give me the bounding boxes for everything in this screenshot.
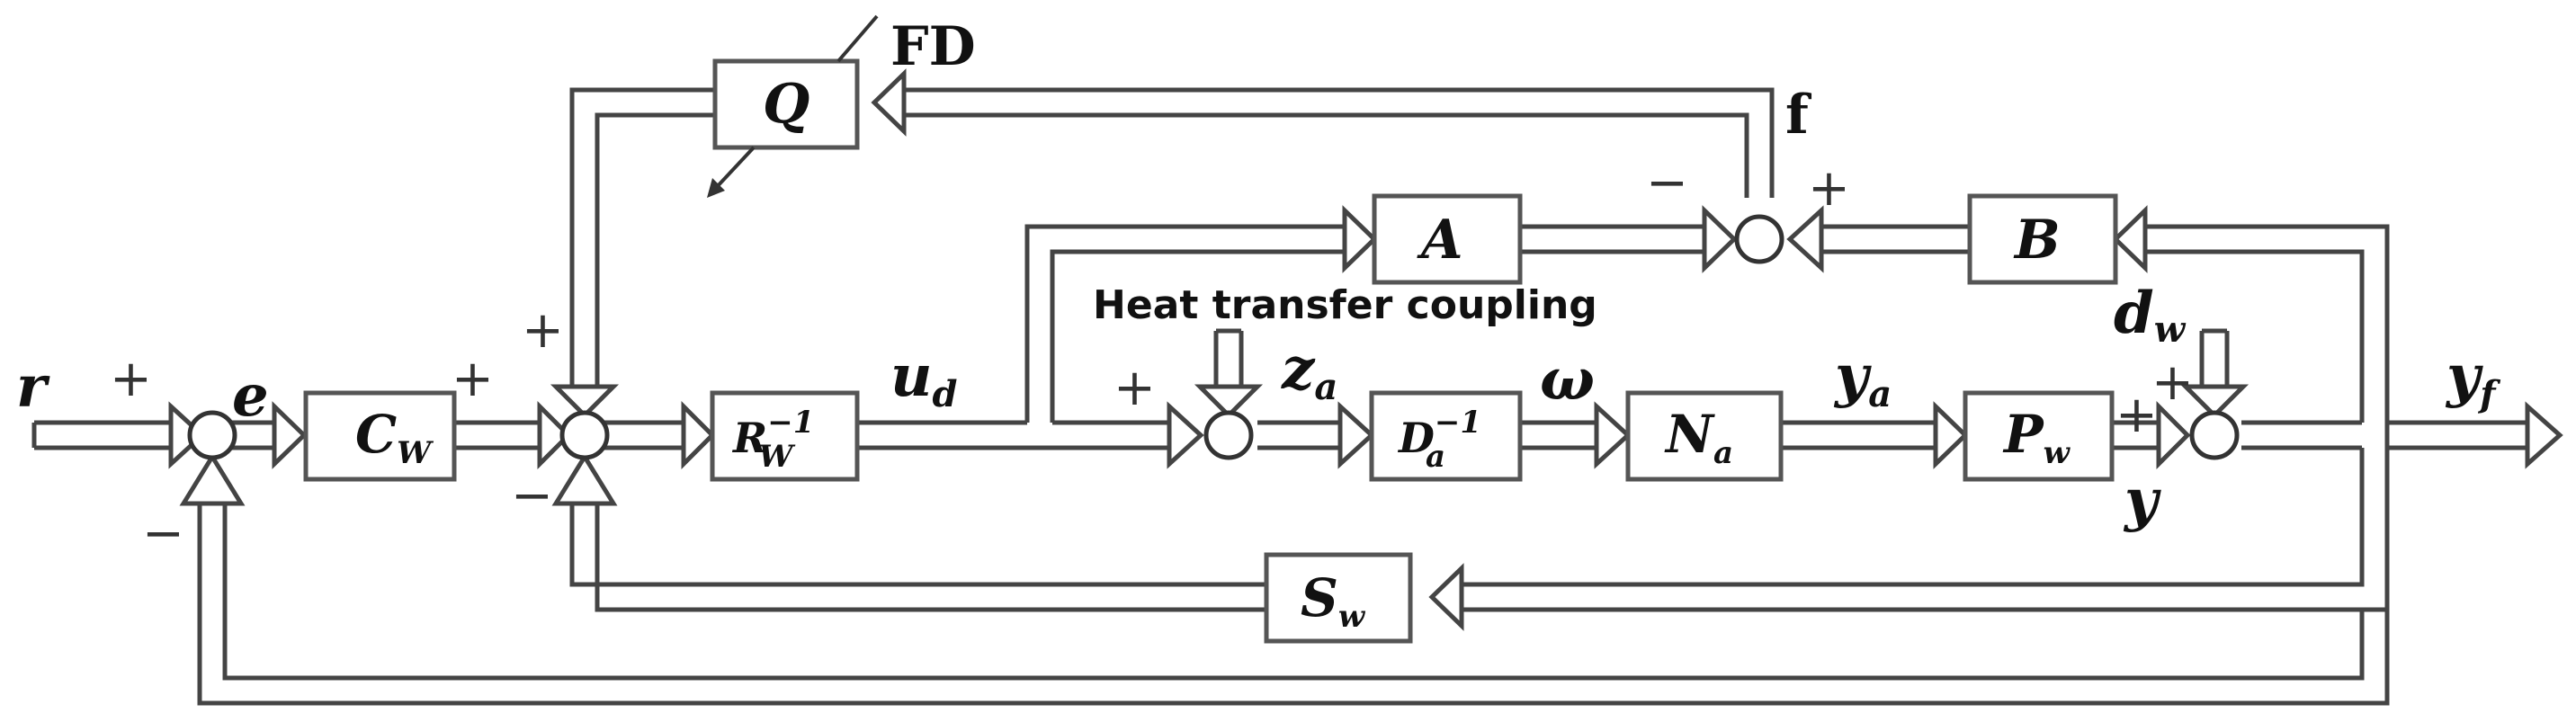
arrow-yf-out bbox=[2525, 401, 2563, 469]
wires bbox=[31, 87, 2527, 706]
arrowheads bbox=[168, 68, 2563, 631]
sum-junction-5 bbox=[2189, 410, 2240, 460]
fd-line-bottom bbox=[713, 146, 756, 191]
signal-dw: dw bbox=[2114, 280, 2187, 351]
sign-sum5-plus-left: + bbox=[2115, 386, 2158, 444]
arrow-into-sum2 bbox=[537, 400, 572, 470]
arrow-into-na bbox=[1594, 401, 1632, 469]
wire-dw-to-sum5 bbox=[2199, 328, 2230, 387]
sum-junction-3 bbox=[1203, 410, 1254, 460]
wire-za-to-da bbox=[1257, 420, 1349, 450]
sign-sum1-minus: − bbox=[142, 504, 184, 563]
block-b-label: B bbox=[2013, 209, 2061, 272]
wire-ya-to-pw bbox=[1781, 420, 1943, 450]
wire-yf-out bbox=[2387, 420, 2527, 450]
block-na bbox=[1625, 390, 1784, 482]
arrow-into-q bbox=[871, 68, 907, 137]
sign-sum1-plus: + bbox=[110, 350, 152, 408]
arrow-q-into-sum2 bbox=[550, 384, 620, 419]
signal-e: e bbox=[232, 362, 269, 430]
junction-signs: + − + + − + − + + + bbox=[110, 154, 2194, 563]
wire-y-out bbox=[2241, 420, 2362, 450]
wire-omega-to-na bbox=[1520, 420, 1606, 450]
arrow-dw-down bbox=[2179, 384, 2250, 419]
signal-y: y bbox=[2123, 467, 2161, 534]
wire-cw-to-sum2 bbox=[454, 420, 540, 450]
wire-b-to-sum4 bbox=[1815, 224, 1970, 254]
wire-sw-to-sum2 bbox=[569, 504, 1266, 612]
arrow-into-cw bbox=[272, 401, 308, 469]
fd-arrow-tip-icon bbox=[707, 178, 725, 198]
block-a bbox=[1372, 193, 1523, 285]
arrow-b-into-sum4 bbox=[1786, 205, 1824, 273]
sign-sum2-plus-top: + bbox=[522, 301, 564, 360]
sign-sum4-minus: − bbox=[1646, 154, 1688, 212]
heat-transfer-label: Heat transfer coupling bbox=[1093, 282, 1597, 328]
wire-y-to-b bbox=[2139, 224, 2390, 448]
sum-junction-4 bbox=[1734, 214, 1784, 264]
block-pw-label: Pw bbox=[2002, 404, 2071, 471]
arrow-into-da bbox=[1337, 401, 1375, 469]
arrow-into-sum3 bbox=[1167, 401, 1204, 469]
arrow-into-sum1 bbox=[168, 401, 206, 469]
block-a-label: A bbox=[1417, 209, 1463, 272]
signal-omega: ω bbox=[1540, 346, 1595, 414]
signal-za: za bbox=[1281, 335, 1337, 408]
arrow-into-sw bbox=[1428, 563, 1464, 631]
fd-line-top bbox=[836, 14, 879, 63]
block-cw-label: CW bbox=[355, 404, 434, 471]
block-q bbox=[712, 58, 860, 150]
block-cw bbox=[303, 390, 457, 482]
sign-sum2-plus-left: + bbox=[452, 350, 494, 408]
signal-yf: yf bbox=[2445, 343, 2500, 415]
wire-a-to-sum4 bbox=[1520, 224, 1709, 254]
arrow-sw-into-sum2 bbox=[551, 452, 618, 506]
wire-r-input bbox=[31, 420, 171, 450]
block-da-inverse bbox=[1369, 390, 1523, 482]
sign-sum4-plus: + bbox=[1808, 159, 1850, 218]
signal-ya: ya bbox=[1833, 343, 1892, 415]
wire-q-to-sum2 bbox=[569, 87, 715, 387]
arrow-into-b bbox=[2112, 205, 2148, 273]
block-sw-label: Sw bbox=[1301, 567, 1366, 635]
wire-feedback-sum1 bbox=[197, 504, 2390, 706]
signal-r: r bbox=[16, 353, 50, 421]
signal-labels: r e ud za ω ya y yf dw f FD Heat transfe… bbox=[16, 15, 2500, 534]
block-na-label: Na bbox=[1664, 404, 1733, 471]
wire-ud-to-a bbox=[1024, 224, 1356, 423]
block-sw bbox=[1264, 552, 1413, 644]
arrow-heat-down bbox=[1194, 384, 1264, 419]
wire-y-to-sw bbox=[1457, 448, 2390, 612]
arrow-into-rw bbox=[681, 400, 716, 470]
arrow-into-pw bbox=[1933, 401, 1969, 469]
sign-sum3-plus: + bbox=[1114, 359, 1156, 417]
sign-sum5-plus-top: + bbox=[2151, 353, 2194, 412]
block-pw bbox=[1963, 390, 2115, 482]
wire-f-to-q bbox=[899, 87, 1775, 198]
wire-ud-to-sum3 bbox=[857, 420, 1178, 450]
block-b bbox=[1967, 193, 2118, 285]
fd-label: FD bbox=[890, 15, 976, 78]
block-rw-inverse bbox=[710, 390, 860, 482]
sum-junction-1 bbox=[187, 410, 237, 460]
arrow-feedback-into-sum1 bbox=[179, 452, 246, 506]
arrow-into-a bbox=[1342, 205, 1378, 273]
wire-pw-to-sum5 bbox=[2112, 420, 2159, 450]
block-q-label: Q bbox=[763, 73, 809, 136]
sign-sum2-minus: − bbox=[511, 467, 553, 525]
sum-junction-2 bbox=[559, 410, 610, 460]
arrow-a-into-sum4 bbox=[1702, 205, 1738, 273]
signal-ud: ud bbox=[890, 343, 958, 415]
summing-junctions bbox=[187, 214, 2240, 460]
wire-sum2-to-rw bbox=[604, 420, 684, 450]
wire-heat-coupling bbox=[1213, 328, 1244, 387]
arrow-into-sum5 bbox=[2156, 400, 2191, 470]
signal-f: f bbox=[1785, 84, 1812, 147]
fd-indicator bbox=[707, 14, 879, 198]
